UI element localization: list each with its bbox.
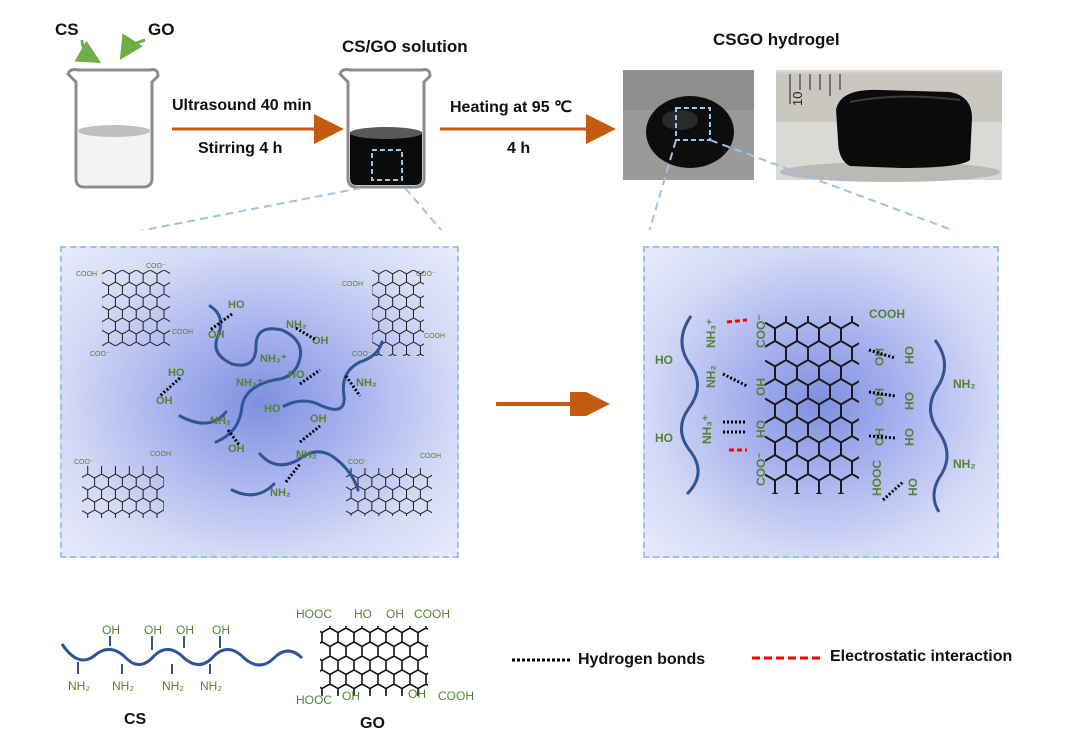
svg-text:OH: OH xyxy=(212,623,230,637)
legend-cs-name: CS xyxy=(124,711,147,728)
svg-text:OH: OH xyxy=(754,378,768,396)
go-sheet xyxy=(765,316,859,494)
svg-text:OH: OH xyxy=(156,395,173,407)
svg-text:HO: HO xyxy=(906,478,920,496)
svg-text:COOH: COOH xyxy=(414,607,450,621)
cs-chains-left xyxy=(178,304,384,497)
go-flake-top-left: COOH COO⁻ COOH COO⁻ xyxy=(76,263,193,358)
hydrogel-photo-top xyxy=(623,70,754,180)
svg-text:NH₂: NH₂ xyxy=(210,415,231,427)
svg-text:NH₂: NH₂ xyxy=(200,679,222,693)
svg-text:COOH: COOH xyxy=(869,307,905,321)
go-add-arrow xyxy=(119,33,146,61)
svg-text:COOH: COOH xyxy=(172,329,193,336)
svg-text:OH: OH xyxy=(310,413,327,425)
svg-text:NH₂: NH₂ xyxy=(68,679,90,693)
go-flake-bottom-right: COO⁻ COOH xyxy=(346,453,441,516)
svg-text:HOOC: HOOC xyxy=(296,693,332,707)
svg-text:NH₂: NH₂ xyxy=(112,679,134,693)
go-label: GO xyxy=(148,20,175,39)
beaker-empty xyxy=(66,68,160,189)
svg-text:COOH: COOH xyxy=(150,451,171,458)
top-process-graphic: 10 xyxy=(66,33,1002,230)
svg-text:OH: OH xyxy=(902,346,916,364)
svg-text:COOH: COOH xyxy=(420,453,441,460)
svg-text:COO⁻: COO⁻ xyxy=(146,263,166,270)
svg-text:OH: OH xyxy=(408,687,426,701)
svg-text:NH₂: NH₂ xyxy=(270,487,291,499)
svg-text:OH: OH xyxy=(208,329,225,341)
svg-text:OH: OH xyxy=(312,335,329,347)
svg-text:NH₂: NH₂ xyxy=(704,365,718,388)
svg-text:NH₃⁺: NH₃⁺ xyxy=(704,319,718,348)
svg-text:HO: HO xyxy=(754,420,768,438)
legend-structures: OH OH OH OH NH₂ NH₂ NH₂ NH₂ CS HOOC HO O… xyxy=(60,607,474,732)
hydrogel-photo-side: 10 xyxy=(776,70,1002,182)
stirring-label: Stirring 4 h xyxy=(198,140,283,157)
svg-text:COOH: COOH xyxy=(424,333,445,340)
svg-text:COO⁻: COO⁻ xyxy=(754,314,768,348)
cs-chain-left xyxy=(680,315,700,496)
svg-text:HO: HO xyxy=(655,353,673,367)
svg-text:OH: OH xyxy=(902,392,916,410)
svg-text:OH: OH xyxy=(386,607,404,621)
svg-text:OH: OH xyxy=(342,689,360,703)
svg-text:HO: HO xyxy=(228,299,245,311)
svg-text:COOH: COOH xyxy=(76,271,97,278)
hydrogen-bonds-label: Hydrogen bonds xyxy=(578,651,706,668)
svg-text:HO: HO xyxy=(354,607,372,621)
svg-text:OH: OH xyxy=(144,623,162,637)
svg-text:COOH: COOH xyxy=(342,281,363,288)
beaker-cs-go xyxy=(338,68,432,189)
svg-text:HO: HO xyxy=(872,428,886,446)
svg-text:HO: HO xyxy=(168,367,185,379)
legend-cs-chain xyxy=(60,643,304,667)
heating-time-label: 4 h xyxy=(507,140,531,157)
svg-text:COOH: COOH xyxy=(438,689,474,703)
svg-text:NH₃⁺: NH₃⁺ xyxy=(236,377,263,389)
svg-text:NH₂: NH₂ xyxy=(356,377,377,389)
svg-text:OH: OH xyxy=(902,428,916,446)
csgo-hydrogel-structure: COOH COO⁻ NH₃⁺ HO NH₂ OH HO NH₃⁺ HO COO⁻… xyxy=(655,307,976,513)
svg-text:HO: HO xyxy=(872,348,886,366)
svg-text:COO⁻: COO⁻ xyxy=(352,351,372,358)
svg-text:HO: HO xyxy=(288,369,305,381)
heating-label: Heating at 95 ℃ xyxy=(450,99,572,116)
svg-text:NH₂: NH₂ xyxy=(286,319,307,331)
svg-text:COO⁻: COO⁻ xyxy=(416,271,436,278)
svg-text:HO: HO xyxy=(872,388,886,406)
svg-text:NH₂: NH₂ xyxy=(162,679,184,693)
cs-chain-right xyxy=(929,339,949,513)
svg-text:NH₂: NH₂ xyxy=(953,377,976,391)
ruler-mark: 10 xyxy=(790,92,805,106)
cs-go-solution-structure: COOH COO⁻ COOH COO⁻ COO⁻ COOH COOH COO⁻ … xyxy=(74,263,445,518)
svg-text:OH: OH xyxy=(102,623,120,637)
svg-text:NH₃⁺: NH₃⁺ xyxy=(700,415,714,444)
hydrogel-title: CSGO hydrogel xyxy=(713,30,840,49)
svg-text:HOOC: HOOC xyxy=(870,460,884,496)
go-flake-top-right: COO⁻ COOH COOH COO⁻ xyxy=(342,270,445,358)
svg-text:COO⁻: COO⁻ xyxy=(90,351,110,358)
transition-arrow xyxy=(496,392,610,416)
svg-text:HO: HO xyxy=(264,403,281,415)
electrostatic-label: Electrostatic interaction xyxy=(830,648,1013,665)
svg-text:OH: OH xyxy=(176,623,194,637)
legend-go-sheet xyxy=(320,626,428,696)
svg-text:HOOC: HOOC xyxy=(296,607,332,621)
legend-lines xyxy=(512,656,822,662)
svg-text:HO: HO xyxy=(655,431,673,445)
svg-text:NH₂: NH₂ xyxy=(953,457,976,471)
svg-text:COO⁻: COO⁻ xyxy=(348,459,368,466)
cs-add-arrow xyxy=(74,39,102,63)
svg-text:OH: OH xyxy=(228,443,245,455)
cs-label: CS xyxy=(55,20,79,39)
ultrasound-label: Ultrasound 40 min xyxy=(172,97,312,114)
svg-text:COO⁻: COO⁻ xyxy=(74,459,94,466)
svg-text:COO⁻: COO⁻ xyxy=(754,452,768,486)
cs-go-solution-label: CS/GO solution xyxy=(342,37,468,56)
legend-go-name: GO xyxy=(360,715,385,732)
go-flake-bottom-left: COO⁻ COOH xyxy=(74,451,171,518)
svg-text:NH₂: NH₂ xyxy=(296,449,317,461)
svg-text:NH₃⁺: NH₃⁺ xyxy=(260,353,287,365)
